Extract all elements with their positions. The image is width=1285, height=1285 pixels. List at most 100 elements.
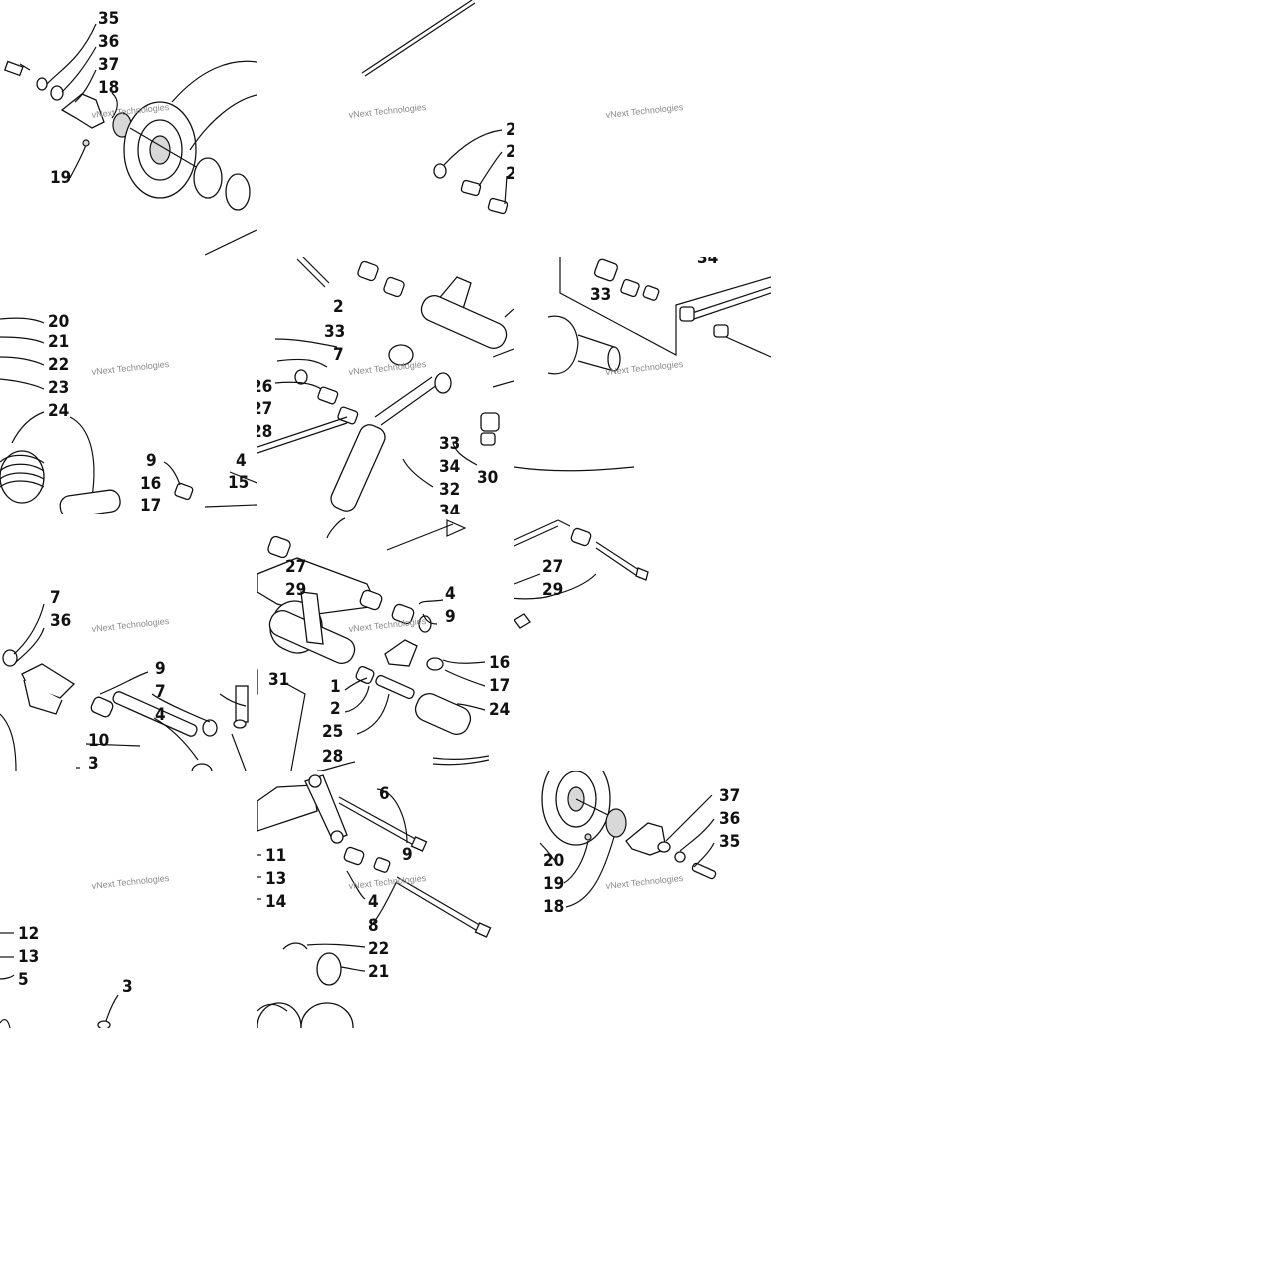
callout-15: 15 [228,473,249,493]
callout-29: 29 [285,580,306,600]
watermark: vNext Technologies [91,616,170,634]
callout-2: 2 [506,120,514,140]
callout-28: 28 [257,422,272,442]
callout-37: 37 [719,786,740,806]
callout-17: 17 [489,676,510,696]
tile-r0c2: vNext Technologies [514,0,771,257]
tile-r3c0-drawing: 12 13 5 3 vNext Technologies [0,873,170,1028]
tile-r1c1-drawing: 23372627283334303234vNext Technologies [257,257,514,514]
tile-r2c2-overlay [514,514,771,771]
callout-9: 9 [146,451,157,471]
callout-24: 24 [48,401,69,421]
callout-16: 16 [489,653,510,673]
callout-10: 10 [88,731,109,751]
callout-6: 6 [379,784,390,804]
callout-23: 23 [48,378,69,398]
callout-27: 27 [542,557,563,577]
tile-r3c0: 12 13 5 3 vNext Technologies [0,771,257,1028]
callout-3: 3 [88,754,99,771]
callout-36: 36 [719,809,740,829]
callout-34: 34 [439,502,460,514]
callout-2: 2 [330,699,341,719]
callout-31: 31 [268,670,289,690]
callout-35: 35 [719,832,740,852]
callout-7: 7 [50,588,61,608]
callout-30: 30 [477,468,498,488]
callout-2: 2 [506,164,514,184]
watermark: vNext Technologies [91,359,170,377]
callout-18: 18 [98,78,119,98]
callout-4: 4 [236,451,247,471]
callout-21: 21 [48,332,69,352]
watermark: vNext Technologies [91,873,170,891]
callout-2: 2 [333,297,344,317]
callout-13: 13 [265,869,286,889]
callout-27: 27 [285,557,306,577]
callout-22: 22 [368,939,389,959]
callout-24: 24 [489,700,510,720]
callout-22: 22 [48,355,69,375]
callout-12: 12 [18,924,39,944]
callout-20: 20 [543,851,564,871]
callout-9: 9 [445,607,456,627]
tile-r3c2: 37 36 35 20 19 18 vNext Technologies [514,771,771,1028]
callout-8: 8 [368,916,379,936]
callout-18: 18 [543,897,564,917]
watermark: vNext Technologies [605,873,684,891]
callout-32: 32 [439,480,460,500]
callout-17: 17 [140,496,161,514]
callout-29: 29 [542,580,563,600]
callout-5: 5 [18,970,29,990]
callout-7: 7 [333,345,344,365]
callout-20: 20 [48,312,69,332]
watermark: vNext Technologies [605,102,684,120]
callout-16: 16 [140,474,161,494]
callout-35: 35 [98,9,119,29]
tile-r2c2-labels [514,514,771,771]
callout-36: 36 [50,611,71,631]
callout-14: 14 [265,892,286,912]
callout-19: 19 [543,874,564,894]
watermark: vNext Technologies [348,359,427,377]
tile-r0c2-drawing: vNext Technologies [605,102,684,120]
callout-25: 25 [322,722,343,742]
watermark: vNext Technologies [348,102,427,120]
callout-7: 7 [155,682,166,702]
callout-33: 33 [324,322,345,342]
callout-2: 2 [506,142,514,162]
callout-21: 21 [368,962,389,982]
callout-33: 33 [590,285,611,305]
callout-34: 34 [697,257,718,268]
callout-34: 34 [439,457,460,477]
callout-4: 4 [445,584,456,604]
tile-r1c1: 23372627283334303234vNext Technologies [257,257,514,514]
callout-9: 9 [402,845,413,865]
callout-4: 4 [368,892,379,912]
callout-37: 37 [98,55,119,75]
callout-13: 13 [18,947,39,967]
callout-28: 28 [322,747,343,767]
callout-3: 3 [122,977,133,997]
callout-33: 33 [439,434,460,454]
callout-36: 36 [98,32,119,52]
callout-19: 19 [50,168,71,188]
callout-9: 9 [155,659,166,679]
callout-11: 11 [265,846,286,866]
